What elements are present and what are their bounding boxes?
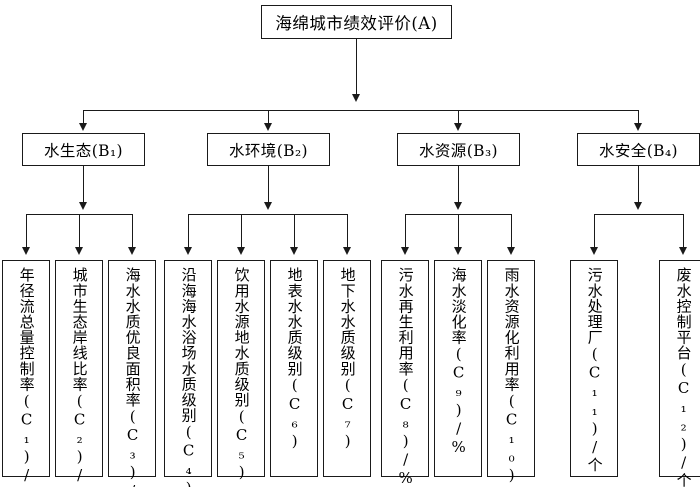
- node-indicator-c2[interactable]: 城市生态岸线比率(C₂)/%: [55, 260, 103, 487]
- connector-b2-bus: [188, 214, 347, 215]
- connector-drop-c2: [79, 214, 80, 250]
- node-criteria-b1[interactable]: 水生态(B₁): [22, 133, 145, 166]
- connector-drop-c3-arrow: [127, 247, 136, 255]
- connector-b4-bus: [594, 214, 683, 215]
- connector-drop-c11-arrow: [589, 247, 598, 255]
- connector-drop-c8-arrow: [400, 247, 409, 255]
- node-root-a[interactable]: 海绵城市绩效评价(A): [261, 5, 452, 39]
- connector-drop-c9: [458, 214, 459, 250]
- node-indicator-c10-label: 雨水资源化利用率(C₁₀)/%: [502, 267, 521, 487]
- connector-drop-c6-arrow: [289, 247, 298, 255]
- connector-drop-c11: [594, 214, 595, 250]
- connector-b4-stem-arrow: [633, 202, 642, 210]
- node-criteria-b4-label: 水安全(B₄): [599, 141, 678, 160]
- node-indicator-c5-label: 饮用水源地水质级别(C₅): [232, 267, 251, 482]
- node-indicator-c9[interactable]: 海水淡化率(C₉)/%: [434, 260, 482, 477]
- node-indicator-c2-label: 城市生态岸线比率(C₂)/%: [70, 267, 89, 487]
- node-indicator-c6[interactable]: 地表水水质级别(C₆): [270, 260, 318, 477]
- connector-drop-b4-arrow: [633, 123, 642, 131]
- node-indicator-c4[interactable]: 沿海海水浴场水质级别(C₄): [164, 260, 212, 487]
- node-criteria-b3[interactable]: 水资源(B₃): [397, 133, 520, 166]
- connector-drop-c4: [188, 214, 189, 250]
- node-indicator-c8[interactable]: 污水再生利用率(C₈)/%: [381, 260, 429, 487]
- node-indicator-c1-label: 年径流总量控制率(C₁)/%: [17, 267, 36, 487]
- connector-b4-stem: [638, 166, 639, 208]
- connector-b2-stem: [268, 166, 269, 208]
- node-indicator-c1[interactable]: 年径流总量控制率(C₁)/%: [2, 260, 50, 487]
- node-indicator-c8-label: 污水再生利用率(C₈)/%: [396, 267, 415, 487]
- connector-drop-b2-arrow: [263, 123, 272, 131]
- node-indicator-c7-label: 地下水水质级别(C₇): [338, 267, 357, 451]
- connector-drop-c6: [294, 214, 295, 250]
- connector-drop-b1: [83, 110, 84, 126]
- node-criteria-b4[interactable]: 水安全(B₄): [577, 133, 700, 166]
- connector-drop-c1-arrow: [21, 247, 30, 255]
- connector-bus-b: [83, 110, 638, 111]
- node-criteria-b2-label: 水环境(B₂): [229, 141, 308, 160]
- connector-drop-b3-arrow: [453, 123, 462, 131]
- node-root-a-label: 海绵城市绩效评价(A): [275, 14, 438, 33]
- connector-b3-stem-arrow: [453, 202, 462, 210]
- connector-drop-b1-arrow: [78, 123, 87, 131]
- node-indicator-c3-label: 海水水质优良面积率(C₃)/%: [123, 267, 142, 487]
- connector-drop-c2-arrow: [74, 247, 83, 255]
- node-indicator-c7[interactable]: 地下水水质级别(C₇): [323, 260, 371, 477]
- connector-drop-c1: [26, 214, 27, 250]
- node-indicator-c6-label: 地表水水质级别(C₆): [285, 267, 304, 451]
- connector-drop-b4: [638, 110, 639, 126]
- node-indicator-c12[interactable]: 废水控制平台(C₁₂)/个: [659, 260, 700, 487]
- node-indicator-c12-label: 废水控制平台(C₁₂)/个: [674, 267, 693, 487]
- connector-b1-stem: [83, 166, 84, 208]
- node-criteria-b3-label: 水资源(B₃): [419, 141, 498, 160]
- node-indicator-c11-label: 污水处理厂(C₁₁)/个: [585, 267, 604, 473]
- node-indicator-c11[interactable]: 污水处理厂(C₁₁)/个: [570, 260, 618, 477]
- connector-drop-c4-arrow: [183, 247, 192, 255]
- connector-b1-stem-arrow: [78, 202, 87, 210]
- connector-root-stem-arrow: [351, 94, 360, 102]
- connector-drop-c5-arrow: [236, 247, 245, 255]
- connector-drop-c5: [241, 214, 242, 250]
- connector-drop-c12: [683, 214, 684, 250]
- connector-drop-c7: [347, 214, 348, 250]
- node-indicator-c9-label: 海水淡化率(C₉)/%: [449, 267, 468, 457]
- connector-drop-c3: [132, 214, 133, 250]
- connector-drop-c10: [511, 214, 512, 250]
- connector-drop-c9-arrow: [453, 247, 462, 255]
- node-indicator-c5[interactable]: 饮用水源地水质级别(C₅): [217, 260, 265, 482]
- connector-drop-c8: [405, 214, 406, 250]
- connector-root-stem: [356, 39, 357, 98]
- node-criteria-b2[interactable]: 水环境(B₂): [207, 133, 330, 166]
- connector-b3-stem: [458, 166, 459, 208]
- node-indicator-c4-label: 沿海海水浴场水质级别(C₄): [179, 267, 198, 487]
- node-indicator-c3[interactable]: 海水水质优良面积率(C₃)/%: [108, 260, 156, 487]
- connector-b2-stem-arrow: [263, 202, 272, 210]
- connector-drop-b2: [268, 110, 269, 126]
- connector-drop-c12-arrow: [678, 247, 687, 255]
- node-criteria-b1-label: 水生态(B₁): [44, 141, 123, 160]
- connector-drop-c7-arrow: [342, 247, 351, 255]
- connector-drop-c10-arrow: [506, 247, 515, 255]
- connector-drop-b3: [458, 110, 459, 126]
- node-indicator-c10[interactable]: 雨水资源化利用率(C₁₀)/%: [487, 260, 535, 487]
